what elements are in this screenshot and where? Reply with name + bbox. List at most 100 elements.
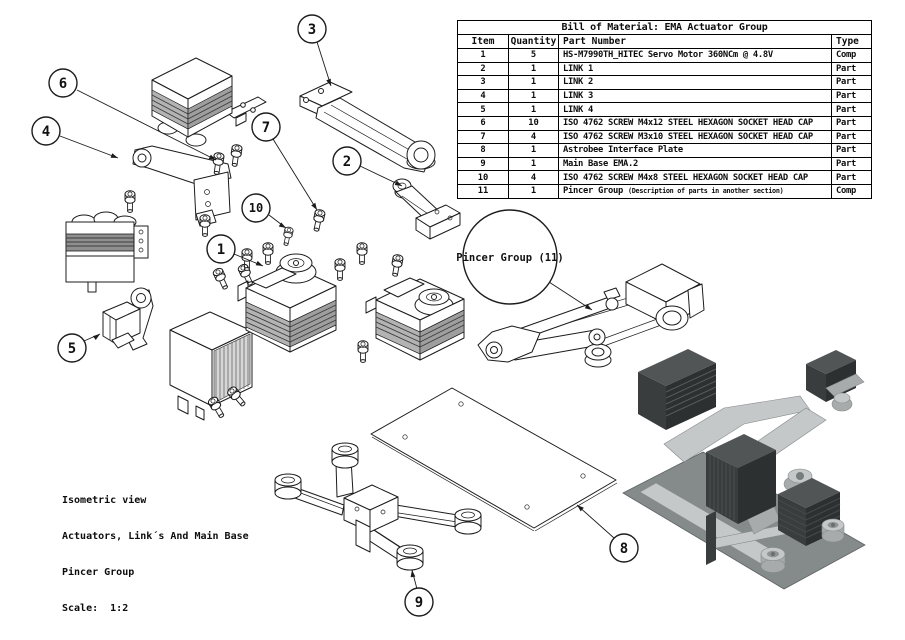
balloon-1-label: 1 bbox=[217, 242, 225, 258]
bom-type: Part bbox=[830, 115, 873, 131]
leader-lines bbox=[59, 41, 615, 590]
bom-type: Part bbox=[830, 143, 873, 158]
bom-header-part-number: Part Number bbox=[558, 34, 832, 49]
bom-part-number-note: (Description of parts in another section… bbox=[627, 187, 784, 196]
bom-quantity: 5 bbox=[508, 48, 559, 63]
bom-type: Part bbox=[830, 129, 873, 145]
bom-type: Part bbox=[830, 102, 873, 117]
screw-icon bbox=[313, 209, 326, 232]
balloon-9: 9 bbox=[404, 587, 434, 617]
servo-motor-3 bbox=[169, 311, 253, 421]
balloon-8-label: 8 bbox=[620, 541, 628, 557]
bom-item: 6 bbox=[457, 115, 509, 131]
caption-line-scale: Scale: 1:2 bbox=[62, 603, 129, 614]
balloon-4-label: 4 bbox=[42, 124, 50, 140]
caption-line-contents: Actuators, Link´s And Main Base bbox=[62, 531, 249, 542]
link-2-drawing bbox=[299, 81, 436, 173]
bom-quantity: 1 bbox=[508, 88, 559, 104]
screw-icon bbox=[283, 226, 294, 246]
bom-part-number: Pincer Group (Description of parts in an… bbox=[558, 183, 832, 199]
screw-icon bbox=[334, 258, 346, 281]
bom-type: Part bbox=[830, 88, 873, 104]
screw-icon bbox=[262, 242, 274, 265]
bom-quantity: 1 bbox=[508, 102, 559, 117]
assembled-view-render bbox=[622, 349, 866, 590]
bom-part-number: LINK 3 bbox=[558, 88, 832, 104]
bom-part-number: ISO 4762 SCREW M4x12 STEEL HEXAGON SOCKE… bbox=[558, 115, 832, 131]
balloon-5: 5 bbox=[57, 333, 87, 363]
screw-icon bbox=[357, 340, 369, 363]
bom-part-number: LINK 2 bbox=[558, 75, 832, 90]
main-base-drawing bbox=[274, 442, 482, 571]
balloon-7: 7 bbox=[251, 112, 281, 142]
bom-part-number: LINK 1 bbox=[558, 61, 832, 77]
bom-part-number: ISO 4762 SCREW M4x8 STEEL HEXAGON SOCKET… bbox=[558, 170, 832, 185]
balloon-9-label: 9 bbox=[415, 595, 423, 611]
balloon-6: 6 bbox=[48, 68, 78, 98]
balloon-5-label: 5 bbox=[68, 341, 76, 357]
balloon-2-label: 2 bbox=[343, 154, 351, 170]
balloon-7-label: 7 bbox=[262, 120, 270, 136]
servo-motor-4 bbox=[237, 253, 337, 353]
balloon-6-label: 6 bbox=[59, 76, 67, 92]
bom-part-number-main: Pincer Group bbox=[563, 186, 628, 197]
screw-icon bbox=[237, 263, 253, 286]
bom-item: 1 bbox=[457, 48, 509, 63]
bom-item: 3 bbox=[457, 75, 509, 90]
balloon-10: 10 bbox=[241, 193, 271, 223]
bom-type: Part bbox=[830, 170, 873, 185]
screw-icon bbox=[212, 267, 228, 290]
base-foot bbox=[396, 544, 424, 571]
bom-type: Comp bbox=[830, 48, 873, 63]
hardware-screws bbox=[124, 144, 404, 418]
bom-part-number: Astrobee Interface Plate bbox=[558, 143, 832, 158]
bom-quantity: 1 bbox=[508, 183, 559, 199]
bom-item: 4 bbox=[457, 88, 509, 104]
screw-icon bbox=[241, 248, 253, 271]
balloon-1: 1 bbox=[206, 234, 236, 264]
caption-line-pincer: Pincer Group bbox=[62, 567, 135, 578]
screw-icon bbox=[124, 190, 136, 213]
bom-quantity: 1 bbox=[508, 75, 559, 90]
caption-line-view: Isometric view bbox=[62, 495, 147, 506]
balloon-4: 4 bbox=[31, 116, 61, 146]
screw-icon bbox=[391, 254, 404, 277]
link-1-drawing bbox=[392, 178, 461, 240]
bom-header-type: Type bbox=[830, 34, 873, 49]
base-foot bbox=[454, 508, 482, 535]
pincer-balloon-label: Pincer Group (11) bbox=[456, 252, 563, 264]
bom-quantity: 4 bbox=[508, 170, 559, 185]
bom-type: Part bbox=[830, 75, 873, 90]
servo-motor-1 bbox=[151, 57, 267, 147]
screw-icon bbox=[356, 242, 368, 265]
bill-of-materials: Bill of Material: EMA Actuator Group Ite… bbox=[456, 20, 873, 199]
bom-part-number: LINK 4 bbox=[558, 102, 832, 117]
bom-item: 5 bbox=[457, 102, 509, 117]
bom-title: Bill of Material: EMA Actuator Group bbox=[456, 20, 873, 35]
bom-title-row: Bill of Material: EMA Actuator Group bbox=[456, 20, 873, 35]
bom-type: Part bbox=[830, 61, 873, 77]
screw-icon bbox=[199, 214, 211, 237]
bom-item: 7 bbox=[457, 129, 509, 145]
pincer-group-drawing bbox=[477, 263, 705, 368]
bom-header-item: Item bbox=[457, 34, 509, 49]
servo-motor-5 bbox=[365, 277, 465, 361]
bom-item: 8 bbox=[457, 143, 509, 158]
bom-type: Comp bbox=[830, 183, 873, 199]
interface-plate-drawing bbox=[370, 387, 618, 532]
base-foot bbox=[274, 473, 302, 500]
bom-row: 11 1 Pincer Group (Description of parts … bbox=[457, 183, 873, 199]
balloon-2: 2 bbox=[332, 146, 362, 176]
screw-icon bbox=[227, 386, 246, 407]
bom-table: Bill of Material: EMA Actuator Group Ite… bbox=[456, 20, 873, 199]
bom-header-quantity: Quantity bbox=[508, 34, 559, 49]
